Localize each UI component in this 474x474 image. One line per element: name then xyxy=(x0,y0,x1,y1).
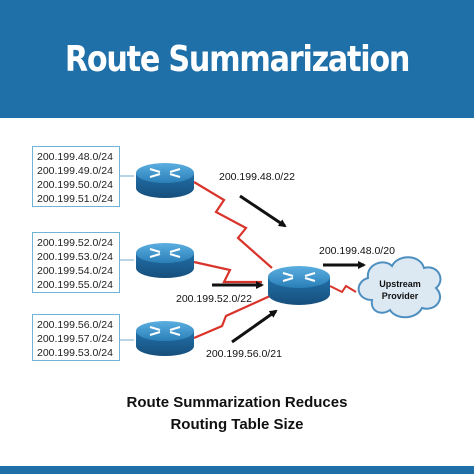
footer-bar xyxy=(0,466,474,474)
router-icon xyxy=(136,321,194,356)
serial-link-middle xyxy=(193,260,262,284)
title-banner xyxy=(0,0,474,118)
route-entry: 200.199.50.0/24 xyxy=(37,179,113,191)
cloud-icon xyxy=(357,256,442,319)
route-entry: 200.199.51.0/24 xyxy=(37,193,113,205)
summary-label-upstream: 200.199.48.0/20 xyxy=(319,245,395,257)
caption-line1: Route Summarization Reduces xyxy=(126,394,348,411)
arrow-top xyxy=(239,194,287,228)
page-title: Route Summarization xyxy=(64,38,411,80)
route-entry: 200.199.49.0/24 xyxy=(37,165,113,177)
route-list-group-3: 200.199.56.0/24 200.199.57.0/24 200.199.… xyxy=(32,314,120,361)
route-entry: 200.199.52.0/24 xyxy=(37,237,113,249)
arrow-bottom xyxy=(231,309,278,344)
summary-label-top: 200.199.48.0/22 xyxy=(219,171,295,183)
summary-label-bottom: 200.199.56.0/21 xyxy=(206,348,282,360)
router-icon xyxy=(136,243,194,278)
route-entry: 200.199.57.0/24 xyxy=(37,333,113,345)
route-entry: 200.199.48.0/24 xyxy=(37,151,113,163)
route-entry: 200.199.54.0/24 xyxy=(37,265,113,277)
serial-link-top xyxy=(193,181,273,269)
serial-link-upstream xyxy=(329,284,357,294)
route-entry: 200.199.53.0/24 xyxy=(37,251,113,263)
cloud-label-line2: Provider xyxy=(382,291,419,301)
serial-link-bottom xyxy=(193,294,271,340)
route-list-group-1: 200.199.48.0/24 200.199.49.0/24 200.199.… xyxy=(32,146,120,207)
caption-line2: Routing Table Size xyxy=(170,416,304,433)
route-entry: 200.199.53.0/24 xyxy=(37,347,113,359)
route-list-group-2: 200.199.52.0/24 200.199.53.0/24 200.199.… xyxy=(32,232,120,293)
core-router-icon xyxy=(268,266,330,305)
route-entry: 200.199.55.0/24 xyxy=(37,279,113,291)
route-entry: 200.199.56.0/24 xyxy=(37,319,113,331)
router-icon xyxy=(136,163,194,198)
cloud-label-line1: Upstream xyxy=(379,279,421,289)
caption: Route Summarization Reduces Routing Tabl… xyxy=(0,392,474,436)
summary-label-middle: 200.199.52.0/22 xyxy=(176,293,252,305)
